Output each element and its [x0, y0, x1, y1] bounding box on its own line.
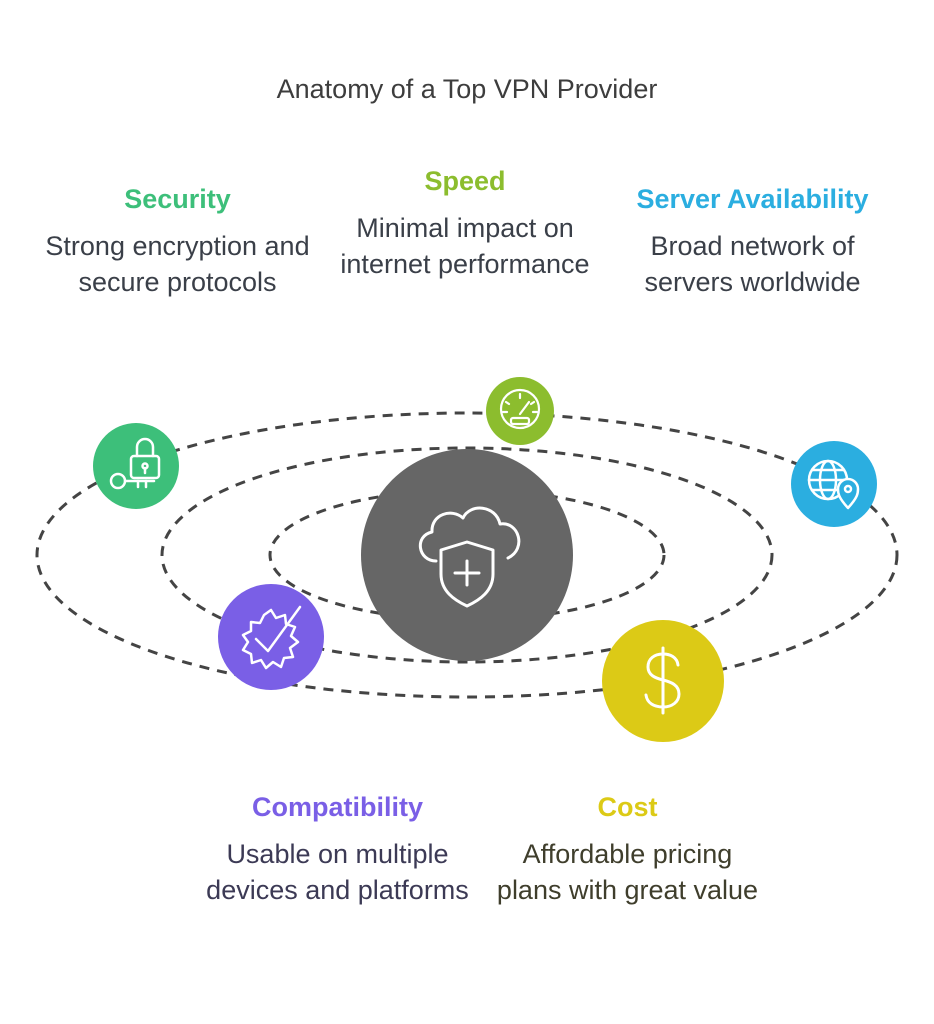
- outer-orbit: [35, 411, 899, 699]
- security-description: Strong encryption and secure protocols: [45, 231, 310, 297]
- server-node: [791, 441, 877, 527]
- server-availability-heading: Server Availability: [636, 184, 869, 214]
- globe-location-pin-icon: [807, 459, 860, 510]
- speed-block: Speed Minimal impact on internet perform…: [335, 164, 595, 282]
- security-block: Security Strong encryption and secure pr…: [40, 182, 315, 300]
- compatibility-description: Usable on multiple devices and platforms: [206, 839, 469, 905]
- cost-heading: Cost: [597, 792, 658, 822]
- dollar-sign-icon: [644, 646, 681, 715]
- security-circle: [93, 423, 179, 509]
- cost-description: Affordable pricing plans with great valu…: [496, 839, 759, 905]
- speed-heading: Speed: [424, 166, 506, 196]
- gear-checkmark-icon: [241, 605, 302, 670]
- speedometer-icon: [499, 388, 541, 430]
- center-hub: [361, 449, 573, 661]
- compatibility-node: [218, 584, 324, 690]
- diagram-title: Anatomy of a Top VPN Provider: [276, 74, 658, 104]
- speed-circle: [486, 377, 554, 445]
- security-heading: Security: [124, 184, 231, 214]
- server-availability-description: Broad network of servers worldwide: [644, 231, 861, 297]
- cost-block: Cost Affordable pricing plans with great…: [490, 790, 765, 908]
- center-circle: [361, 449, 573, 661]
- speed-description: Minimal impact on internet performance: [340, 213, 590, 279]
- padlock-key-icon: [109, 437, 161, 490]
- security-node: [93, 423, 179, 509]
- cost-node: [602, 620, 724, 742]
- speed-node: [486, 377, 554, 445]
- server-circle: [791, 441, 877, 527]
- compatibility-block: Compatibility Usable on multiple devices…: [205, 790, 470, 908]
- compatibility-circle: [218, 584, 324, 690]
- compatibility-heading: Compatibility: [251, 792, 423, 822]
- cloud-shield-plus-icon: [419, 506, 521, 608]
- middle-orbit: [160, 446, 774, 664]
- server-availability-block: Server Availability Broad network of ser…: [610, 182, 895, 300]
